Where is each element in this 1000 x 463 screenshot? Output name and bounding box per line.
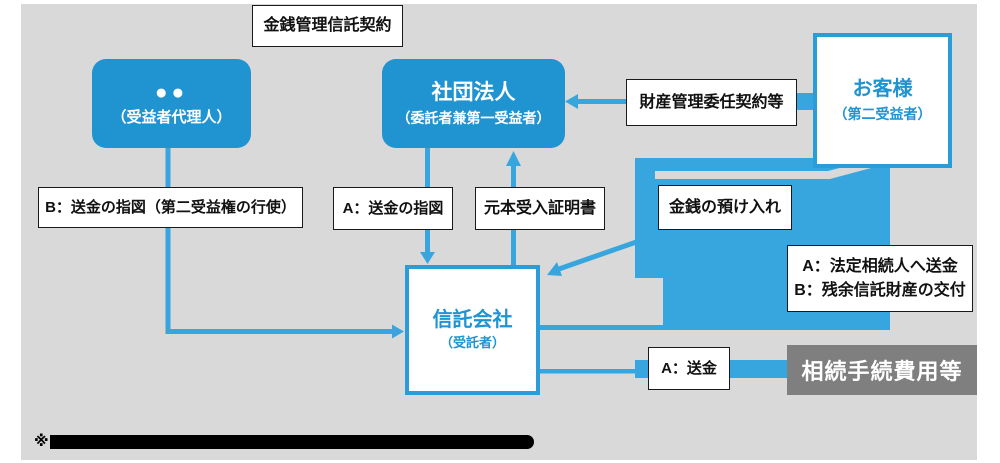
node-title: お客様 [852,78,913,101]
node-title: 社団法人 [431,81,516,105]
label-a-remittance: A：送金 [648,347,730,390]
node-title: ●● [154,80,189,104]
footnote-marker: ※ [34,433,49,450]
node-subtitle: （受益者代理人） [111,108,232,126]
connector-a-to-trust [425,230,430,254]
arrowhead-into-trust-topright [547,262,562,276]
connector-label-to-corp [577,99,626,104]
node-trust-company: 信託会社 （受託者） [405,265,540,395]
footnote-redaction-bar [49,434,534,449]
node-title: 信託会社 [432,309,513,332]
label-ab-distribution: A：法定相続人へ送金 B：残余信託財産の交付 [787,245,973,312]
label-principal-receipt-certificate: 元本受入証明書 [475,187,605,230]
label-money-deposit: 金銭の預け入れ [658,185,792,230]
footnote: ※ [34,434,534,449]
node-customer: お客様 （第二受益者） [813,33,952,168]
connector-agent-down [165,148,171,188]
label-line-1: A：法定相続人へ送金 [802,258,958,276]
connector-trust-up [511,230,516,265]
node-subtitle: （第二受益者） [833,106,932,123]
node-beneficiary-agent: ●● （受益者代理人） [92,59,251,148]
arrowhead-into-corp-right [565,94,578,109]
connector-customer-to-label [795,93,814,110]
arrowhead-into-trust-left [392,324,404,339]
connector-trust-to-flow [540,325,665,330]
connector-cert-up [511,165,516,188]
connector-trust-remit-thin [540,369,652,374]
label-a-remittance-instruction: A：送金の指図 [333,187,453,230]
node-subtitle: （委託者兼第一受益者） [396,109,551,126]
money-flow-gap [655,156,886,179]
label-b-remittance-instruction: B：送金の指図（第二受益権の行使） [38,187,303,228]
label-property-management-contract: 財産管理委任契約等 [626,79,797,126]
node-corporation: 社団法人 （委託者兼第一受益者） [382,59,565,148]
arrowhead-into-corp-bottom [506,151,521,166]
label-trust-contract: 金銭管理信託契約 [252,5,403,47]
label-line-2: B：残余信託財産の交付 [794,281,966,299]
arrowhead-into-trust-top [420,252,435,264]
connector-deposit-diagonal [555,237,643,273]
connector-b-to-trust [165,228,392,334]
connector-corp-down [425,148,430,188]
node-subtitle: （受託者） [439,335,505,351]
node-inheritance-expenses: 相続手続費用等 [787,345,977,395]
